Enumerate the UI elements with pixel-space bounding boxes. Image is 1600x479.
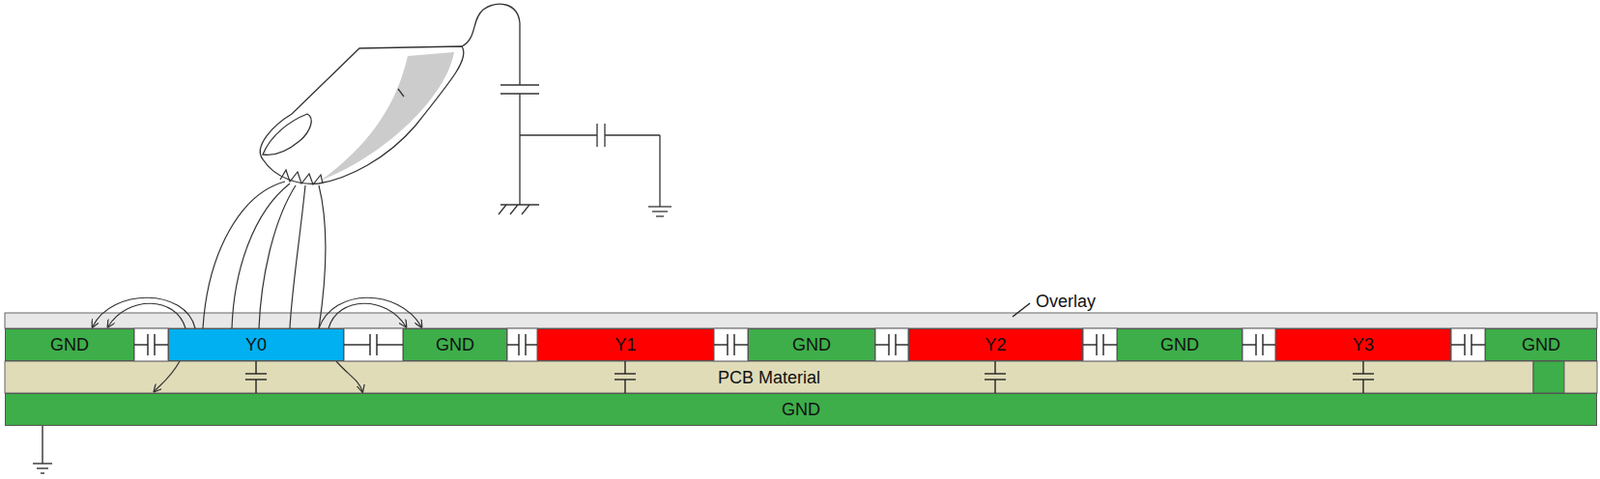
ground-capacitors xyxy=(245,361,1374,394)
layer-label: GND xyxy=(435,336,475,354)
pcb-material-fill xyxy=(4,361,1534,394)
finger-illustration xyxy=(259,46,464,184)
layer-label: PCB Material xyxy=(717,369,821,387)
sensor-electrode: Y3 xyxy=(1275,328,1452,362)
layer-label: Y0 xyxy=(245,336,267,354)
electric-field-lines xyxy=(92,170,422,392)
ground-pad: GND xyxy=(747,328,876,362)
sensor-electrode: Y1 xyxy=(537,328,715,362)
layer-label: Y2 xyxy=(984,336,1006,354)
layer-label: Y1 xyxy=(614,336,636,354)
pcb-material-layer: PCB Material xyxy=(4,361,1534,394)
layer-label: GND xyxy=(1160,336,1200,354)
layer-label: Y3 xyxy=(1352,336,1374,354)
earth-ground-symbol xyxy=(32,426,53,474)
ground-plane: GND xyxy=(4,393,1598,427)
ground-pad: GND xyxy=(4,328,135,362)
ground-pad: GND xyxy=(402,328,508,362)
gap-capacitors xyxy=(134,328,1486,362)
ground-via xyxy=(1533,361,1565,394)
sensor-electrode: Y0 xyxy=(168,328,344,362)
layer-label: GND xyxy=(50,336,89,354)
sensor-electrode: Y2 xyxy=(908,328,1084,362)
pcb-material-fill xyxy=(1564,361,1598,394)
layer-label: GND xyxy=(792,336,831,354)
leader-line xyxy=(1012,303,1030,317)
layer-label: GND xyxy=(781,400,821,419)
ground-pad: GND xyxy=(1116,328,1243,362)
part-label: Overlay xyxy=(1035,292,1096,311)
body-capacitance-circuit xyxy=(461,3,672,217)
overlay-layer xyxy=(4,313,1598,329)
layer-label: GND xyxy=(1521,336,1561,354)
ground-pad: GND xyxy=(1485,328,1598,362)
